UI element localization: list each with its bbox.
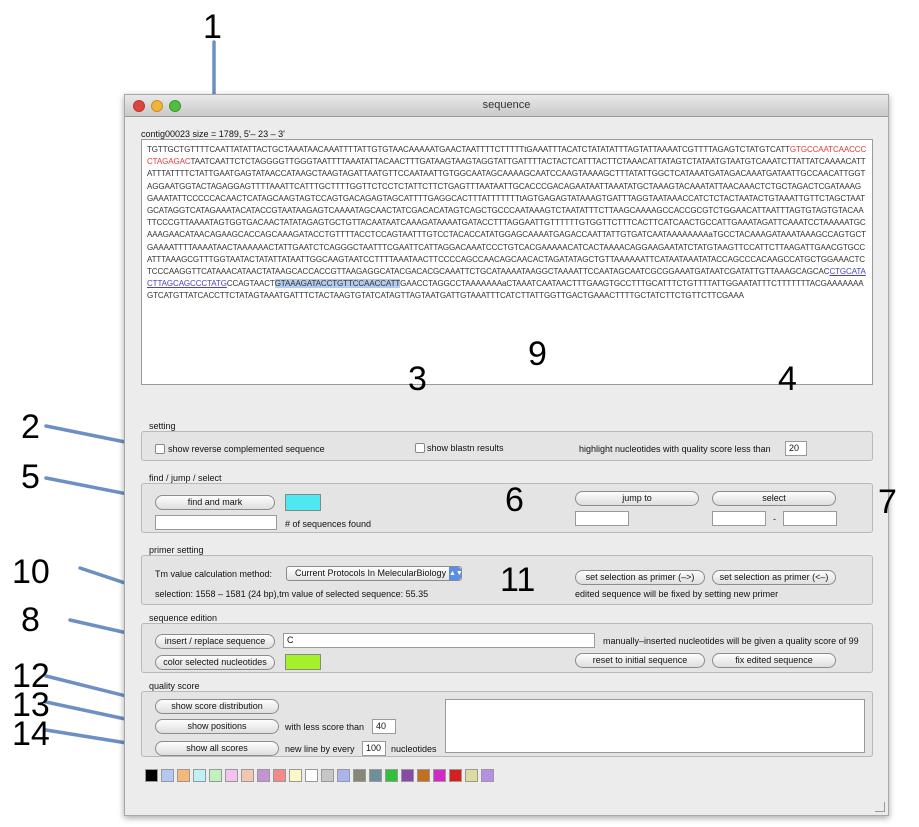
select-start-input[interactable] (712, 511, 766, 526)
selection-info: selection: 1558 – 1581 (24 bp),tm value … (155, 589, 429, 599)
callout-8: 8 (21, 601, 40, 639)
insert-replace-button[interactable]: insert / replace sequence (155, 634, 275, 649)
select-button[interactable]: select (712, 491, 836, 506)
callout-11: 11 (500, 561, 536, 599)
callout-4: 4 (778, 360, 797, 398)
palette-swatch[interactable] (449, 769, 462, 782)
window-title: sequence (482, 99, 531, 111)
palette-swatch[interactable] (193, 769, 206, 782)
minimize-button[interactable] (151, 100, 163, 112)
new-line-label: new line by every (285, 744, 355, 754)
palette-swatch[interactable] (385, 769, 398, 782)
resize-grip-icon[interactable] (875, 802, 885, 812)
blastn-label: show blastn results (427, 443, 504, 453)
quality-threshold-input[interactable]: 20 (785, 441, 807, 456)
show-all-scores-button[interactable]: show all scores (155, 741, 279, 756)
palette-swatch[interactable] (257, 769, 270, 782)
palette-swatch[interactable] (305, 769, 318, 782)
palette-swatch[interactable] (145, 769, 158, 782)
new-line-input[interactable]: 100 (362, 741, 386, 756)
less-score-input[interactable]: 40 (372, 719, 396, 734)
tm-method-label: Tm value calculation method: (155, 569, 273, 579)
sequence-part-1: TGTTGCTGTTTTCAATTATATTACTGCTAAATAACAAATT… (147, 145, 790, 154)
quality-note: manually–inserted nucleotides will be gi… (603, 636, 859, 646)
palette-swatch[interactable] (177, 769, 190, 782)
nucleotides-label: nucleotides (391, 744, 437, 754)
palette-swatch[interactable] (321, 769, 334, 782)
callout-13: 13 (12, 686, 50, 724)
palette-swatch[interactable] (161, 769, 174, 782)
reset-sequence-button[interactable]: reset to initial sequence (575, 653, 705, 668)
palette-swatch[interactable] (465, 769, 478, 782)
callout-2: 2 (21, 408, 40, 446)
show-score-distribution-button[interactable]: show score distribution (155, 699, 279, 714)
setting-group (141, 431, 873, 461)
callout-9: 9 (528, 335, 547, 373)
quality-output-area[interactable] (445, 699, 865, 753)
chevron-updown-icon: ▲▼ (449, 567, 463, 580)
set-primer-reverse-button[interactable]: set selection as primer (<–) (712, 570, 836, 585)
palette-swatch[interactable] (353, 769, 366, 782)
sequence-primer-segment: CTGCATACTTAGCAGCCCTATG (147, 267, 866, 289)
blastn-checkbox[interactable] (415, 443, 425, 453)
palette-swatch[interactable] (209, 769, 222, 782)
sequence-part-2: TAATCAATTCTCTAGGGGTTGGGTAATTTTAAATATTACA… (147, 157, 866, 277)
palette-swatch[interactable] (369, 769, 382, 782)
sequence-red-segment: GTGCCAATCAACCCCTAGAGAC (147, 145, 867, 167)
reverse-complement-label: show reverse complemented sequence (168, 444, 325, 454)
select-range-dash: - (773, 514, 776, 524)
jump-position-input[interactable] (575, 511, 629, 526)
palette-swatch[interactable] (337, 769, 350, 782)
found-count-label: # of sequences found (285, 519, 372, 529)
palette-swatch[interactable] (225, 769, 238, 782)
zoom-button[interactable] (169, 100, 181, 112)
sequence-part-3: GAACCTAGGCCTAAAAAAAaCTAAATCAATAACTTTGAAG… (147, 279, 864, 301)
title-bar[interactable]: sequence (125, 95, 888, 117)
callout-14: 14 (12, 715, 50, 753)
callout-6: 6 (505, 481, 524, 519)
palette-swatch[interactable] (433, 769, 446, 782)
callout-7: 7 (878, 483, 897, 521)
find-and-mark-button[interactable]: find and mark (155, 495, 275, 510)
quality-group-label: quality score (149, 681, 200, 691)
color-palette (145, 769, 497, 783)
contig-info: contig00023 size = 1789, 5'– 23 – 3' (141, 129, 285, 139)
insert-sequence-input[interactable]: C (283, 633, 595, 648)
setting-group-label: setting (149, 421, 176, 431)
find-input[interactable] (155, 515, 277, 530)
callout-1: 1 (203, 8, 222, 46)
color-selected-button[interactable]: color selected nucleotides (155, 655, 275, 670)
show-positions-button[interactable]: show positions (155, 719, 279, 734)
callout-10: 10 (12, 553, 50, 591)
sequence-mid: CCAGTAACT (226, 279, 275, 289)
sequence-selection: GTAAAGATACCTGTTCCAACCATT (274, 279, 401, 289)
palette-swatch[interactable] (241, 769, 254, 782)
callout-12: 12 (12, 657, 50, 695)
reverse-complement-checkbox[interactable] (155, 444, 165, 454)
set-primer-forward-button[interactable]: set selection as primer (–>) (575, 570, 705, 585)
callout-3: 3 (408, 360, 427, 398)
primer-note: edited sequence will be fixed by setting… (575, 589, 779, 599)
edition-group-label: sequence edition (149, 613, 218, 623)
jump-to-button[interactable]: jump to (575, 491, 699, 506)
quality-threshold-label: highlight nucleotides with quality score… (579, 444, 771, 454)
sequence-text-area[interactable]: TGTTGCTGTTTTCAATTATATTACTGCTAAATAACAAATT… (141, 139, 873, 385)
palette-swatch[interactable] (481, 769, 494, 782)
sequence-window: sequence contig00023 size = 1789, 5'– 23… (124, 94, 889, 816)
close-button[interactable] (133, 100, 145, 112)
tm-method-select[interactable]: Current Protocols In MelecularBiology▲▼ (286, 566, 463, 581)
edit-color-swatch[interactable] (285, 654, 321, 670)
mark-color-swatch[interactable] (285, 494, 321, 511)
tm-method-value: Current Protocols In MelecularBiology (295, 568, 447, 578)
fix-edited-sequence-button[interactable]: fix edited sequence (712, 653, 836, 668)
find-group-label: find / jump / select (149, 473, 222, 483)
palette-swatch[interactable] (289, 769, 302, 782)
palette-swatch[interactable] (417, 769, 430, 782)
callout-5: 5 (21, 458, 40, 496)
palette-swatch[interactable] (401, 769, 414, 782)
select-end-input[interactable] (783, 511, 837, 526)
less-score-label: with less score than (285, 722, 365, 732)
palette-swatch[interactable] (273, 769, 286, 782)
primer-group-label: primer setting (149, 545, 204, 555)
